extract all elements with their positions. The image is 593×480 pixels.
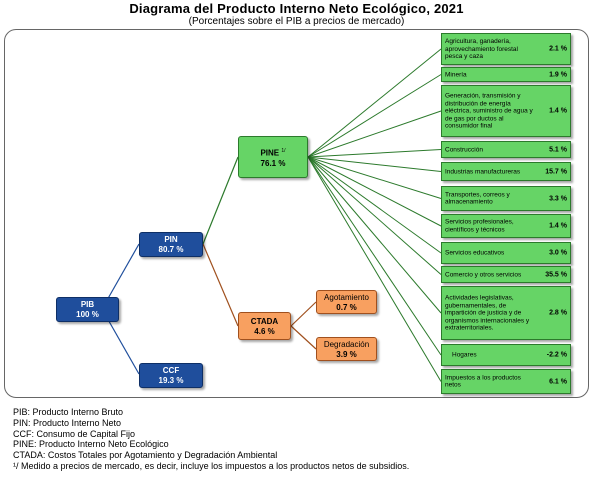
sector-label: Minería bbox=[445, 70, 467, 78]
sector-value: 1.4 % bbox=[549, 222, 567, 230]
node-pine-label: PINE bbox=[260, 148, 280, 158]
sector-value: 15.7 % bbox=[545, 167, 567, 175]
footnote-line: PIN: Producto Interno Neto bbox=[13, 417, 122, 428]
connector-pine-sector bbox=[307, 156, 442, 356]
sector-value: 1.4 % bbox=[549, 107, 567, 115]
sector-box: Agricultura, ganadería, aprovechamiento … bbox=[441, 33, 571, 65]
sector-value: 1.9 % bbox=[549, 70, 567, 78]
sector-box: Servicios educativos 3.0 % bbox=[441, 242, 571, 264]
connector-pin-ctada bbox=[202, 243, 239, 327]
sector-box: Construcción 5.1 % bbox=[441, 141, 571, 158]
node-ctada-label: CTADA bbox=[250, 317, 279, 326]
sector-value: 35.5 % bbox=[545, 270, 567, 278]
footnote-line: CTADA: Costos Totales por Agotamiento y … bbox=[13, 450, 278, 461]
sector-label: Industrias manufactureras bbox=[445, 167, 521, 175]
node-pib-label: PIB bbox=[80, 300, 95, 309]
footnote-line: PINE: Producto Interno Neto Ecológico bbox=[13, 439, 169, 450]
node-pine: PINE 1/ 76.1 % bbox=[238, 136, 308, 178]
node-agotamiento-value: 0.7 % bbox=[336, 303, 357, 312]
sector-value: 2.8 % bbox=[549, 309, 567, 317]
node-pib: PIB 100 % bbox=[56, 297, 119, 322]
sector-value: 3.3 % bbox=[549, 194, 567, 202]
connector-pine-sector bbox=[307, 156, 442, 199]
sector-box: Comercio y otros servicios 35.5 % bbox=[441, 266, 571, 283]
footnote-line: CCF: Consumo de Capital Fijo bbox=[13, 428, 136, 439]
footnotes: PIB: Producto Interno Bruto PIN: Product… bbox=[13, 407, 409, 472]
sector-box: Impuestos a los productos netos 6.1 % bbox=[441, 369, 571, 394]
sector-label: Servicios profesionales, científicos y t… bbox=[445, 218, 514, 234]
sector-label: Comercio y otros servicios bbox=[445, 270, 522, 278]
sector-label: Servicios educativos bbox=[445, 249, 505, 257]
sector-box: Hogares -2.2 % bbox=[441, 344, 571, 366]
node-pin-label: PIN bbox=[164, 235, 178, 244]
sector-label: Hogares bbox=[452, 351, 477, 359]
connector-ctada-agotamiento bbox=[290, 301, 317, 327]
connector-pin-pine bbox=[202, 156, 239, 245]
sector-label: Agricultura, ganadería, aprovechamiento … bbox=[445, 37, 518, 60]
sector-box: Minería 1.9 % bbox=[441, 67, 571, 82]
footnote-line: ¹/ Medido a precios de mercado, es decir… bbox=[13, 460, 410, 471]
sector-label: Actividades legislativas, gubernamentale… bbox=[445, 294, 530, 332]
sector-value: -2.2 % bbox=[546, 351, 567, 359]
node-pin-value: 80.7 % bbox=[158, 245, 184, 254]
node-agotamiento: Agotamiento 0.7 % bbox=[316, 290, 377, 314]
connector-pine-sector bbox=[307, 156, 442, 254]
connector-pine-sector bbox=[307, 110, 442, 158]
node-pib-value: 100 % bbox=[76, 310, 99, 319]
node-ctada: CTADA 4.6 % bbox=[238, 312, 291, 340]
connector-pine-sector bbox=[307, 156, 442, 172]
connector-pine-sector bbox=[307, 149, 442, 158]
connector-pine-sector bbox=[307, 156, 442, 314]
connector-pine-sector bbox=[307, 156, 442, 227]
connector-ctada-degradacion bbox=[290, 325, 317, 350]
footnote-line: PIB: Producto Interno Bruto bbox=[13, 407, 124, 417]
sector-box: Transportes, correos y almacenamiento 3.… bbox=[441, 186, 571, 211]
sector-label: Construcción bbox=[445, 145, 483, 153]
sector-box: Actividades legislativas, gubernamentale… bbox=[441, 286, 571, 340]
diagram-frame bbox=[4, 29, 589, 398]
node-degradacion-label: Degradación bbox=[323, 340, 370, 349]
sector-value: 3.0 % bbox=[549, 249, 567, 257]
node-degradacion-value: 3.9 % bbox=[336, 350, 357, 359]
node-ctada-value: 4.6 % bbox=[254, 327, 275, 336]
node-ccf-label: CCF bbox=[162, 366, 180, 375]
sector-label: Impuestos a los productos netos bbox=[445, 374, 521, 389]
sector-value: 6.1 % bbox=[549, 377, 567, 385]
sector-box: Industrias manufactureras 15.7 % bbox=[441, 162, 571, 181]
node-pine-footnote-mark: 1/ bbox=[281, 148, 286, 154]
sector-value: 2.1 % bbox=[549, 45, 567, 53]
sector-label: Generación, transmisión y distribución d… bbox=[445, 92, 533, 130]
node-pine-value: 76.1 % bbox=[260, 158, 286, 168]
connector-pine-sector bbox=[307, 48, 442, 158]
sector-value: 5.1 % bbox=[549, 145, 567, 153]
connector-pine-sector bbox=[307, 74, 442, 158]
connector-pine-sector bbox=[307, 156, 442, 382]
node-agotamiento-label: Agotamiento bbox=[324, 293, 369, 302]
connector-pine-sector bbox=[307, 156, 442, 275]
diagram-title: Diagrama del Producto Interno Neto Ecoló… bbox=[129, 1, 464, 16]
sector-label: Transportes, correos y almacenamiento bbox=[445, 191, 510, 206]
sector-box: Servicios profesionales, científicos y t… bbox=[441, 214, 571, 238]
diagram-subtitle: (Porcentajes sobre el PIB a precios de m… bbox=[188, 16, 405, 27]
sector-box: Generación, transmisión y distribución d… bbox=[441, 85, 571, 137]
node-ccf-value: 19.3 % bbox=[158, 376, 184, 385]
node-degradacion: Degradación 3.9 % bbox=[316, 337, 377, 361]
node-pin: PIN 80.7 % bbox=[139, 232, 203, 257]
node-ccf: CCF 19.3 % bbox=[139, 363, 203, 388]
